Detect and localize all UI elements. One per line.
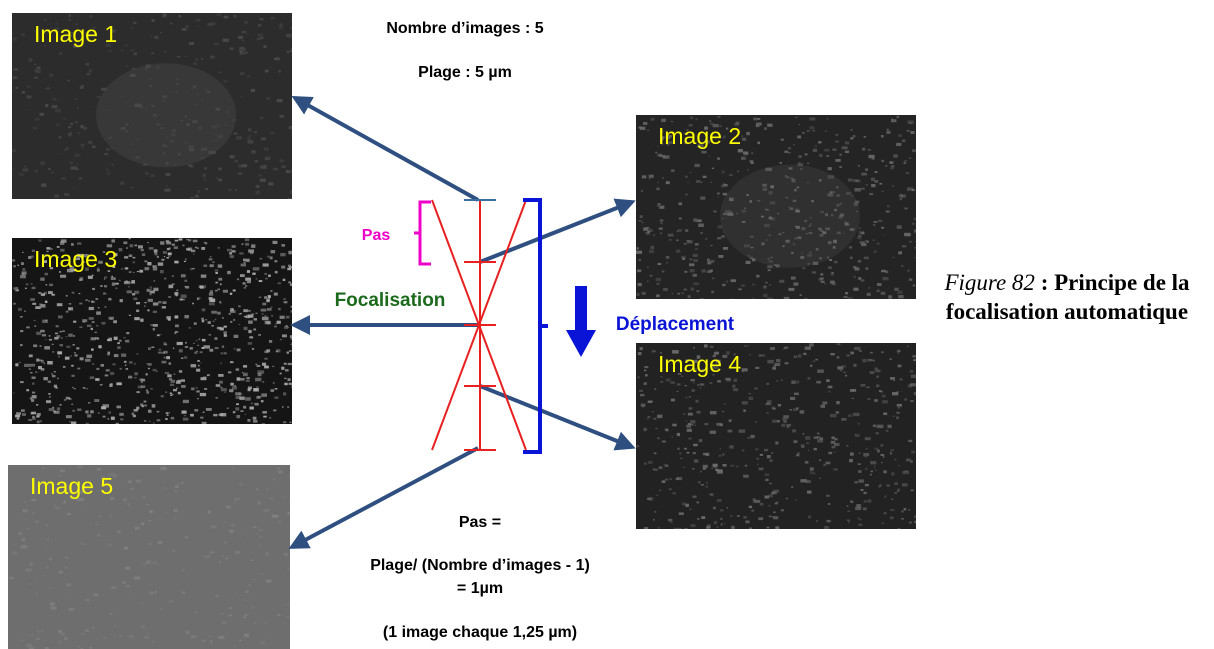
image-2-tile: Image 2 (636, 115, 916, 299)
arrow-to-image-4 (479, 384, 636, 451)
image-5-texture (8, 465, 290, 649)
step-bracket (414, 200, 431, 266)
range-text: Plage : 5 µm (418, 64, 512, 81)
image-5-label: Image 5 (30, 473, 114, 499)
image-1-texture (12, 13, 292, 199)
figure-title: Principe de la focalisation automatique (945, 270, 1190, 324)
image-count-text: Nombre d’images : 5 (386, 20, 544, 37)
image-4-texture (636, 343, 916, 529)
displacement-bracket (523, 198, 548, 454)
step-label: Pas (361, 227, 391, 244)
image-3-texture (12, 238, 292, 424)
image-1-label: Image 1 (34, 21, 118, 47)
image-5-tile: Image 5 (8, 465, 290, 649)
arrow-to-image-1 (291, 96, 479, 202)
arrow-to-image-2 (479, 198, 636, 264)
arrow-to-image-5 (288, 446, 479, 549)
formula-note: (1 image chaque 1,25 µm) (382, 624, 578, 641)
formula-step: Pas = (458, 514, 502, 531)
focal-stack (431, 199, 527, 451)
displacement-label: Déplacement (615, 314, 735, 335)
image-4-label: Image 4 (658, 351, 742, 377)
image-3-label: Image 3 (34, 246, 118, 272)
image-2-texture (636, 115, 916, 299)
caption-separator: : (1034, 270, 1055, 295)
focus-label: Focalisation (334, 290, 446, 311)
formula-result: = 1µm (456, 580, 504, 597)
image-3-tile: Image 3 (12, 238, 292, 424)
image-4-tile: Image 4 (636, 343, 916, 529)
figure-caption: Figure 82 : Principe de la focalisation … (922, 268, 1212, 326)
image-1-tile: Image 1 (12, 13, 292, 199)
figure-number: Figure 82 (944, 270, 1035, 295)
formula-expression: Plage/ (Nombre d’images - 1) (370, 557, 590, 574)
image-2-label: Image 2 (658, 123, 742, 149)
displacement-arrow-icon (566, 286, 596, 357)
